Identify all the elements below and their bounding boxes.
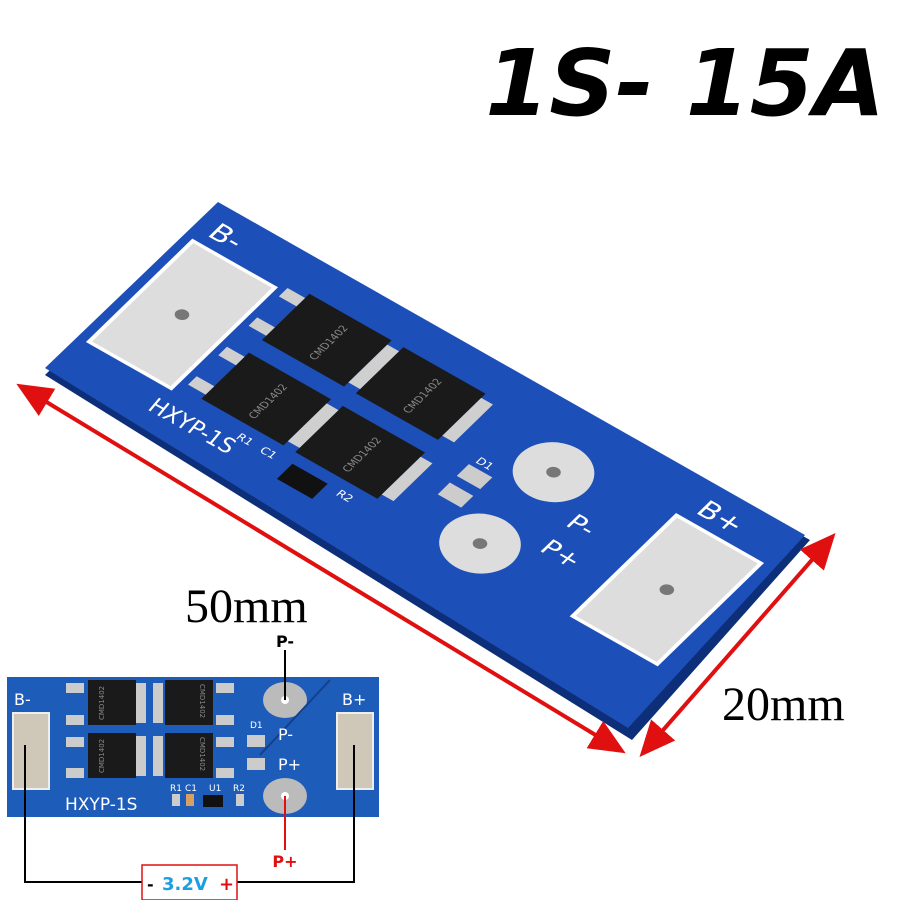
b-minus-label: B- [14,690,31,709]
p-minus-callout: P- [276,632,294,651]
length-arrow [16,383,626,754]
b-plus-label: B+ [342,690,366,709]
u1-label: U1 [209,784,221,794]
width-arrow [639,532,836,758]
c1-label: C1 [185,784,197,794]
u1-chip [203,795,223,807]
mosfet [165,680,213,725]
mosfet [88,680,136,725]
mosfet [88,733,136,778]
p-plus-label: P+ [278,755,301,774]
r1-label: R1 [170,784,182,794]
battery-minus: - [147,875,154,894]
battery-box [141,864,238,900]
p-plus-callout: P+ [272,852,297,871]
length-label: 50mm [185,580,308,633]
width-label: 20mm [722,678,845,731]
mosfet-marking: CMD1402 [98,739,106,773]
mosfet-marking: CMD1402 [98,686,106,720]
model-label: HXYP-1S [65,795,137,815]
b-minus-pad [12,712,50,790]
battery-plus: + [219,874,234,895]
d1-label: D1 [250,721,263,731]
mosfet [165,733,213,778]
product-title: 1S- 15A [485,30,885,137]
mosfet [261,293,392,387]
r2-label: R2 [233,784,245,794]
battery-voltage: 3.2V [162,874,208,895]
p-minus-label: P- [278,725,293,744]
mosfet-marking: CMD1402 [198,684,206,718]
mosfet-marking: CMD1402 [198,737,206,771]
wiring-diagram: B- B+ CMD1402 CMD1402 CMD1402 CMD1402 D1… [7,632,379,900]
